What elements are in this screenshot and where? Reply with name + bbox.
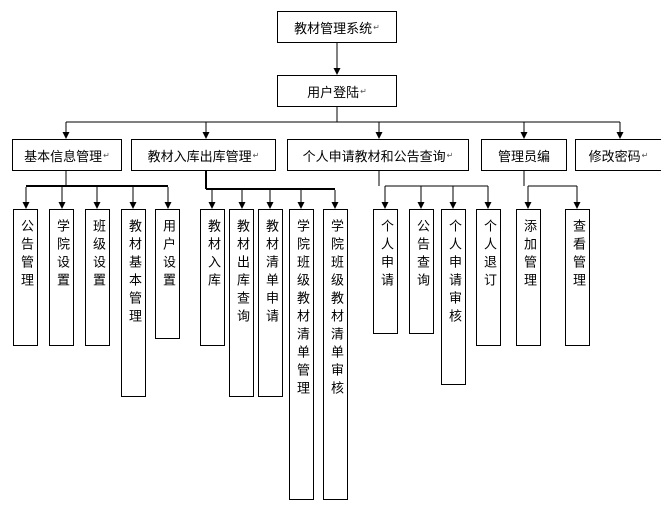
stock-management-label: 教材入库出库管理 <box>147 149 252 165</box>
arrowhead <box>524 202 532 209</box>
change-password-label: 修改密码 <box>588 149 641 165</box>
para-mark: ↵ <box>103 150 110 160</box>
leaf-college-class-list-review: 学院班级教材清单审核 <box>323 209 348 500</box>
leaf-view-admin: 查看管理 <box>565 209 590 346</box>
arrowhead <box>202 132 210 139</box>
admin-label: 管理员编 <box>497 149 550 165</box>
arrowhead <box>484 202 492 209</box>
leaf-user-settings: 用户设置 <box>155 209 180 339</box>
arrowhead <box>616 132 624 139</box>
arrowhead <box>22 202 30 209</box>
arrowhead <box>573 202 581 209</box>
arrowhead <box>238 202 246 209</box>
leaf-class-settings: 班级设置 <box>85 209 110 346</box>
arrowhead <box>417 202 425 209</box>
arrowhead <box>331 202 339 209</box>
basic-info-management-node: 基本信息管理↵ <box>12 139 122 171</box>
leaf-announcement-query: 公告查询 <box>409 209 434 334</box>
leaf-label: 学院设置 <box>54 219 69 291</box>
arrowhead <box>93 202 101 209</box>
leaf-textbook-list-application: 教材清单申请 <box>258 209 283 397</box>
leaf-personal-unsubscribe: 个人退订 <box>476 209 501 346</box>
root-node-label: 教材管理系统 <box>294 21 373 37</box>
leaf-label: 添加管理 <box>521 219 536 291</box>
arrowhead <box>520 132 528 139</box>
basic-info-management-label: 基本信息管理 <box>24 149 103 165</box>
arrowhead <box>266 202 274 209</box>
leaf-textbook-stock-out-query: 教材出库查询 <box>229 209 254 397</box>
leaf-label: 个人申请 <box>378 219 393 291</box>
leaf-label: 教材出库查询 <box>234 219 249 327</box>
leaf-label: 用户设置 <box>160 219 175 291</box>
para-mark: ↵ <box>373 22 380 32</box>
leaf-college-settings: 学院设置 <box>49 209 74 346</box>
leaf-textbook-stock-in: 教材入库 <box>200 209 225 346</box>
leaf-announcement-management: 公告管理 <box>13 209 38 346</box>
leaf-textbook-basic-management: 教材基本管理 <box>121 209 146 397</box>
stock-management-node: 教材入库出库管理↵ <box>131 139 276 171</box>
leaf-label: 公告管理 <box>18 219 33 291</box>
arrowhead <box>381 202 389 209</box>
change-password-node: 修改密码↵ <box>575 139 661 171</box>
leaf-label: 班级设置 <box>90 219 105 291</box>
arrowhead <box>375 132 383 139</box>
arrowhead <box>129 202 137 209</box>
admin-node: 管理员编 <box>481 139 567 171</box>
personal-application-label: 个人申请教材和公告查询 <box>302 149 446 165</box>
leaf-label: 教材入库 <box>205 219 220 291</box>
arrowhead <box>164 202 172 209</box>
arrowhead <box>297 202 305 209</box>
login-node-label: 用户登陆 <box>307 85 360 101</box>
para-mark: ↵ <box>360 86 367 96</box>
leaf-label: 教材基本管理 <box>126 219 141 327</box>
leaf-label: 个人申请审核 <box>446 219 461 327</box>
root-node: 教材管理系统↵ <box>277 11 397 43</box>
leaf-label: 个人退订 <box>481 219 496 291</box>
leaf-personal-application: 个人申请 <box>373 209 398 334</box>
para-mark: ↵ <box>641 150 649 160</box>
arrowhead <box>58 202 66 209</box>
para-mark: ↵ <box>252 150 260 160</box>
leaf-label: 公告查询 <box>414 219 429 291</box>
leaf-personal-application-review: 个人申请审核 <box>441 209 466 385</box>
leaf-label: 教材清单申请 <box>263 219 278 327</box>
leaf-label: 学院班级教材清单管理 <box>294 219 309 399</box>
login-node: 用户登陆↵ <box>277 75 397 107</box>
arrowhead <box>449 202 457 209</box>
arrowhead <box>333 68 341 75</box>
arrowhead <box>62 132 70 139</box>
leaf-label: 查看管理 <box>570 219 585 291</box>
leaf-college-class-list-management: 学院班级教材清单管理 <box>289 209 314 500</box>
para-mark: ↵ <box>446 150 454 160</box>
personal-application-node: 个人申请教材和公告查询↵ <box>287 139 469 171</box>
arrowhead <box>208 202 216 209</box>
leaf-add-admin: 添加管理 <box>516 209 541 346</box>
leaf-label: 学院班级教材清单审核 <box>328 219 343 399</box>
